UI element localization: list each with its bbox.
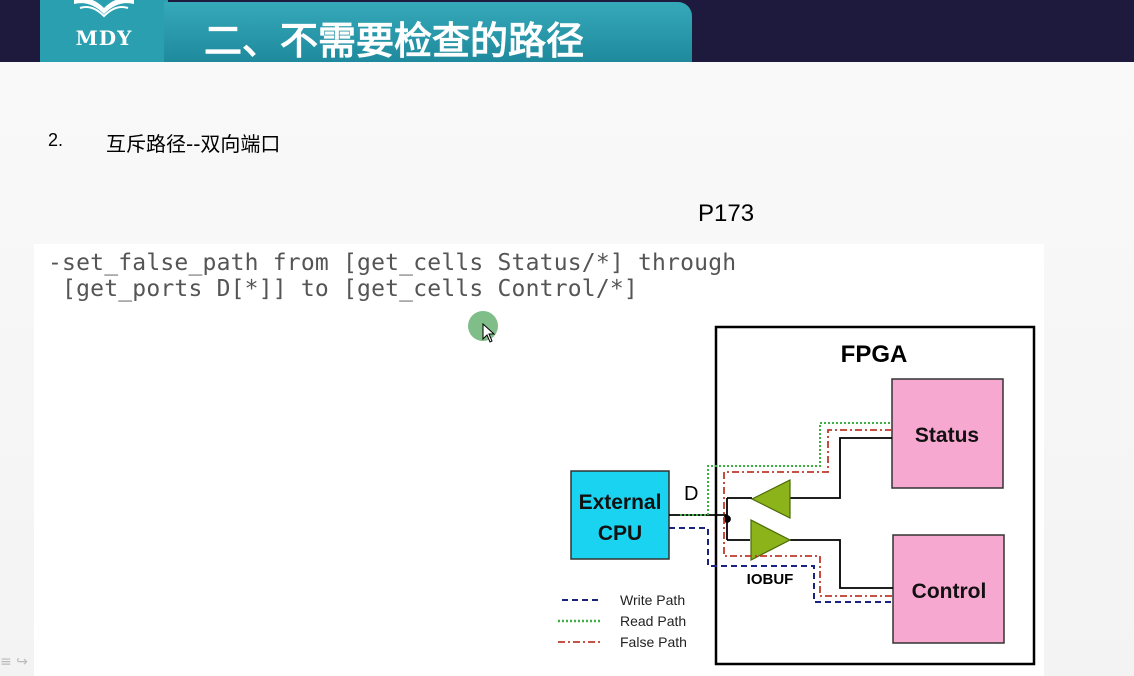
- slide-nav-icons[interactable]: ≡ ↪: [0, 654, 28, 670]
- mdy-logo: MDY: [40, 0, 168, 62]
- book-logo-icon: [74, 0, 134, 18]
- page-title: 二、不需要检查的路径: [204, 19, 585, 63]
- title-banner: 二、不需要检查的路径: [164, 2, 692, 63]
- code-line-2: [get_ports D[*]] to [get_cells Control/*…: [48, 276, 638, 302]
- item-heading: 互斥路径--双向端口: [106, 132, 281, 156]
- figure-panel: [34, 244, 1044, 676]
- page-reference: P173: [698, 200, 755, 227]
- item-number: 2.: [48, 130, 64, 150]
- logo-text: MDY: [75, 26, 133, 50]
- code-line-1: -set_false_path from [get_cells Status/*…: [48, 250, 737, 276]
- mouse-pointer-icon: [482, 323, 496, 343]
